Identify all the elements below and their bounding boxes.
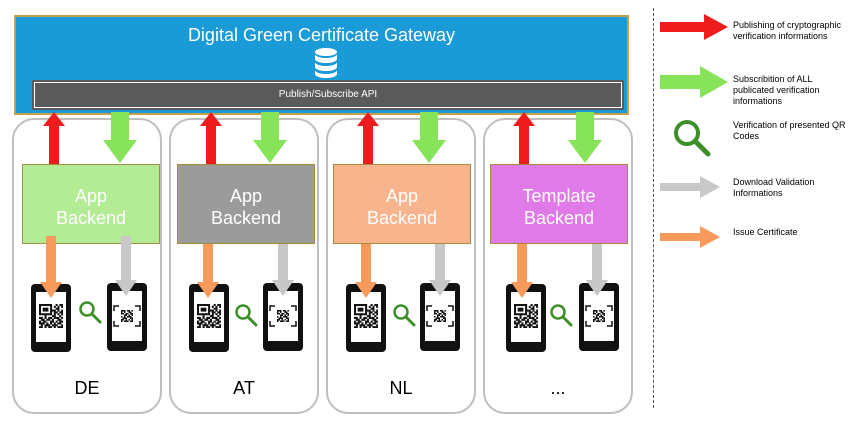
verifier-phone — [420, 283, 460, 351]
subscribe-arrow — [412, 112, 446, 163]
qr-code-icon — [354, 304, 378, 328]
qr-scanner-icon — [113, 305, 141, 327]
subscribe-arrow — [568, 112, 602, 163]
country-code-template: ... — [550, 378, 566, 398]
download-arrow — [115, 236, 137, 296]
issue-arrow — [511, 244, 533, 298]
magnifier-icon — [674, 120, 711, 157]
holder-phone — [506, 284, 546, 352]
legend-text-download: Download Validation Informations — [733, 177, 815, 198]
legend-text-verification: Verification of presented QR Codes — [733, 120, 846, 141]
backend-label-line1: App — [385, 186, 419, 206]
download-arrow — [272, 244, 294, 296]
download-arrow — [586, 244, 608, 296]
green-arrow-icon — [660, 66, 728, 98]
magnifier-icon — [393, 304, 416, 327]
publish-arrow — [200, 112, 222, 164]
qr-code-icon — [197, 304, 221, 328]
country-code-at: AT — [233, 378, 255, 398]
backend-label-line2: Backend — [210, 208, 282, 228]
qr-scanner-icon — [585, 305, 613, 327]
orange-arrow-icon — [660, 226, 720, 248]
qr-code-icon — [39, 304, 63, 328]
verifier-phone — [579, 283, 619, 351]
legend-text-issue: Issue Certificate — [733, 227, 798, 237]
publish-subscribe-api-bar: Publish/Subscribe API — [32, 80, 624, 110]
legend-text-publish: Publishing of cryptographic verification… — [733, 20, 842, 41]
qr-scanner-icon — [426, 305, 454, 327]
holder-phone — [346, 284, 386, 352]
qr-scanner-icon — [269, 305, 297, 327]
download-arrow — [429, 244, 451, 296]
flow-arrows — [40, 112, 608, 298]
country-code-de: DE — [74, 378, 100, 398]
gateway-title: Digital Green Certificate Gateway — [187, 25, 456, 45]
verifier-phone — [107, 283, 147, 351]
issue-arrow — [355, 244, 377, 298]
issue-arrow — [40, 236, 62, 298]
backend-label-line1: App — [229, 186, 263, 206]
database-icon — [315, 48, 337, 78]
gray-arrow-icon — [660, 176, 720, 198]
subscribe-arrow — [253, 112, 287, 163]
api-label: Publish/Subscribe API — [278, 89, 378, 100]
legend-divider — [653, 8, 654, 408]
legend-text-subscribe: Subscribition of ALL publicated verifica… — [733, 74, 820, 106]
backend-label-line1: App — [74, 186, 108, 206]
subscribe-arrow — [103, 112, 137, 163]
red-arrow-icon — [660, 14, 728, 40]
magnifier-icon — [550, 304, 573, 327]
publish-arrow — [43, 112, 65, 164]
issue-arrow — [197, 244, 219, 298]
backend-label-line1: Template — [522, 186, 596, 206]
backend-label-line2: Backend — [366, 208, 438, 228]
qr-code-icon — [514, 304, 538, 328]
magnifier-icon — [79, 301, 102, 324]
country-code-nl: NL — [389, 378, 413, 398]
publish-arrow — [513, 112, 535, 164]
backend-label-line2: Backend — [523, 208, 595, 228]
verifier-phone — [263, 283, 303, 351]
backend-label-line2: Backend — [55, 208, 127, 228]
magnifier-icon — [235, 304, 258, 327]
publish-arrow — [357, 112, 379, 164]
